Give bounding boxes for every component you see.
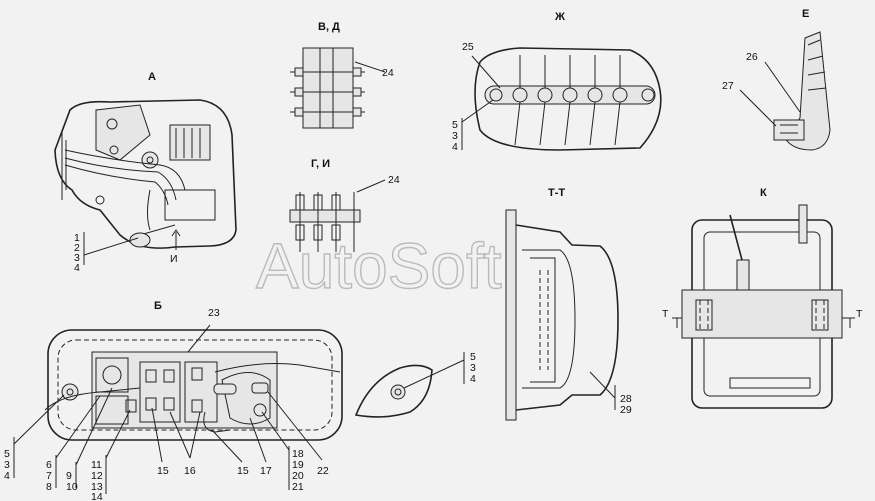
watermark-text: AutoSoft bbox=[256, 230, 502, 302]
view-e: Е 26 27 bbox=[722, 8, 831, 151]
view-b-num-13: 13 bbox=[91, 481, 103, 493]
view-vd: В, Д 24 bbox=[290, 21, 394, 129]
view-a-arrow-label: И bbox=[170, 253, 178, 265]
view-zh-num-4: 4 bbox=[452, 141, 458, 153]
view-b-left-num-5: 5 bbox=[4, 448, 10, 460]
view-b-num-15a: 15 bbox=[157, 465, 169, 477]
view-k: К Т Т bbox=[662, 187, 863, 409]
view-b-num-19: 19 bbox=[292, 459, 304, 471]
view-b-num-12: 12 bbox=[91, 470, 103, 482]
view-a-num-1: 1 bbox=[74, 232, 80, 244]
view-zh-title: Ж bbox=[554, 11, 565, 23]
view-k-title: К bbox=[760, 187, 767, 199]
view-b: Б 23 5 3 4 6 7 8 9 bbox=[4, 300, 343, 501]
small-detail: 5 3 4 bbox=[354, 351, 476, 418]
view-k-left-mark: Т bbox=[662, 308, 669, 320]
view-zh-callout-top: 25 bbox=[462, 41, 474, 53]
view-b-num-16: 16 bbox=[184, 465, 196, 477]
detail-num-3: 3 bbox=[470, 362, 476, 374]
view-tt-num-28: 28 bbox=[620, 393, 632, 405]
view-e-title: Е bbox=[802, 8, 809, 20]
view-a: А И 1 2 3 4 bbox=[54, 71, 237, 274]
view-k-right-mark: Т bbox=[856, 308, 863, 320]
view-gi-title: Г, И bbox=[311, 158, 330, 170]
view-tt-title: Т-Т bbox=[548, 187, 565, 199]
view-b-num-10: 10 bbox=[66, 481, 78, 493]
detail-num-4: 4 bbox=[470, 373, 476, 385]
view-zh-num-3: 3 bbox=[452, 130, 458, 142]
view-b-num-21: 21 bbox=[292, 481, 304, 493]
view-a-title: А bbox=[148, 71, 156, 83]
view-b-title: Б bbox=[154, 300, 162, 312]
view-tt: Т-Т 28 29 bbox=[505, 187, 632, 421]
view-gi: Г, И 24 bbox=[289, 158, 400, 252]
view-b-num-22: 22 bbox=[317, 465, 329, 477]
view-e-callout-top: 26 bbox=[746, 51, 758, 63]
view-b-num-20: 20 bbox=[292, 470, 304, 482]
view-a-num-3: 3 bbox=[74, 252, 80, 264]
view-b-num-17: 17 bbox=[260, 465, 272, 477]
view-b-left-num-4: 4 bbox=[4, 470, 10, 482]
view-b-num-11: 11 bbox=[91, 459, 102, 471]
view-gi-callout: 24 bbox=[388, 174, 400, 186]
view-b-num-9: 9 bbox=[66, 470, 72, 482]
view-b-left-num-3: 3 bbox=[4, 459, 10, 471]
view-b-num-15b: 15 bbox=[237, 465, 249, 477]
view-b-callout-23: 23 bbox=[208, 307, 220, 319]
view-e-callout-left: 27 bbox=[722, 80, 734, 92]
view-b-num-7: 7 bbox=[46, 470, 52, 482]
view-zh-num-5: 5 bbox=[452, 119, 458, 131]
view-zh: Ж 25 5 3 4 bbox=[452, 11, 662, 153]
view-a-num-4: 4 bbox=[74, 262, 80, 274]
view-vd-callout: 24 bbox=[382, 67, 394, 79]
view-a-num-2: 2 bbox=[74, 242, 80, 254]
view-tt-num-29: 29 bbox=[620, 404, 632, 416]
view-vd-title: В, Д bbox=[318, 21, 340, 33]
view-b-num-18: 18 bbox=[292, 448, 304, 460]
view-b-num-14: 14 bbox=[91, 491, 103, 501]
view-b-num-6: 6 bbox=[46, 459, 52, 471]
detail-num-5: 5 bbox=[470, 351, 476, 363]
view-b-num-8: 8 bbox=[46, 481, 52, 493]
